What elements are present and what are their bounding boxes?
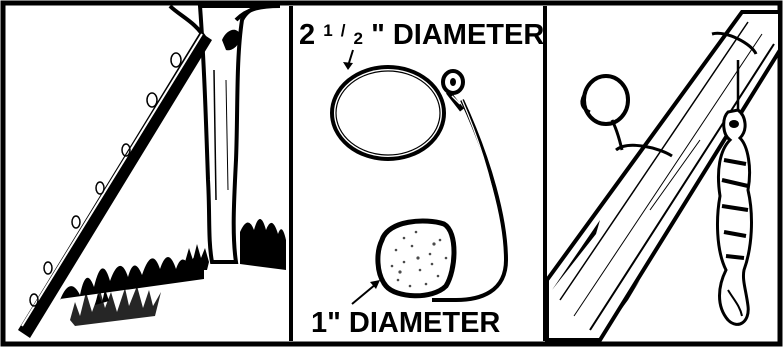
small-snare-loop <box>378 221 454 296</box>
bottom-diameter-label: 1" DIAMETER <box>311 307 500 339</box>
